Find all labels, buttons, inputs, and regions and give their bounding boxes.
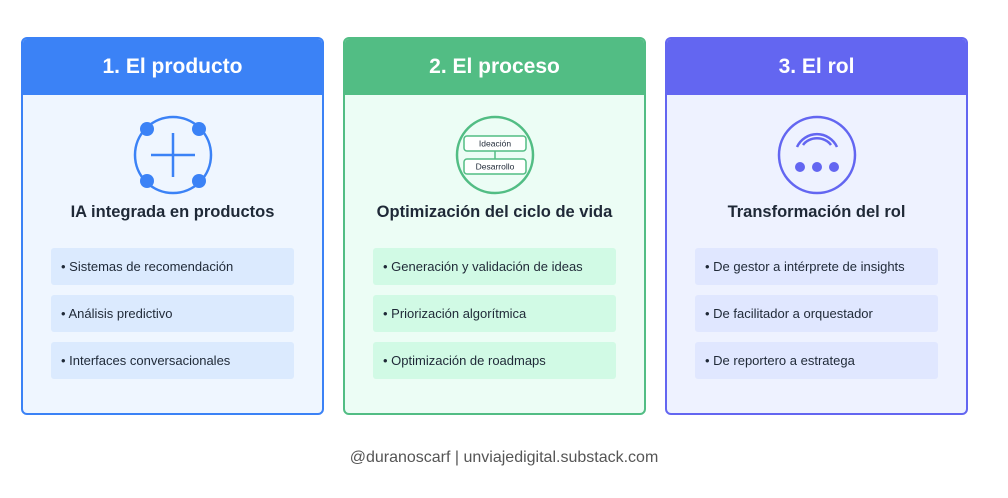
card-header: 2. El proceso — [345, 39, 644, 95]
card-product: 1. El producto IA integrada en productos… — [21, 37, 324, 415]
list-item: • Priorización algorítmica — [373, 295, 616, 332]
list-item: • Análisis predictivo — [51, 295, 294, 332]
card-role: 3. El rol Transformación del rol • De ge… — [665, 37, 968, 415]
list-item: • Interfaces conversacionales — [51, 342, 294, 379]
list-item: • Sistemas de recomendación — [51, 248, 294, 285]
item-list: • Generación y validación de ideas • Pri… — [373, 248, 616, 389]
card-title: 2. El proceso — [429, 55, 560, 78]
card-subtitle: Optimización del ciclo de vida — [376, 203, 613, 221]
item-list: • Sistemas de recomendación • Análisis p… — [51, 248, 294, 389]
item-list: • De gestor a intérprete de insights • D… — [695, 248, 938, 389]
icon-label-ideation: Ideación — [478, 139, 510, 149]
card-title: 3. El rol — [778, 55, 855, 78]
network-nodes-icon — [133, 115, 212, 195]
card-subtitle: IA integrada en productos — [70, 203, 275, 221]
card-process: 2. El proceso Ideación Desarrollo Optimi… — [343, 37, 646, 415]
process-flow-icon: Ideación Desarrollo — [455, 115, 534, 195]
card-title: 1. El producto — [102, 55, 243, 78]
list-item: • De reportero a estratega — [695, 342, 938, 379]
icon-label-development: Desarrollo — [475, 162, 514, 172]
list-item: • De gestor a intérprete de insights — [695, 248, 938, 285]
list-item: • Generación y validación de ideas — [373, 248, 616, 285]
card-header: 3. El rol — [667, 39, 966, 95]
footer-credit: @duranoscarf | unviajedigital.substack.c… — [349, 449, 659, 466]
card-header: 1. El producto — [23, 39, 322, 95]
eye-dots-icon — [777, 115, 856, 195]
card-subtitle: Transformación del rol — [727, 203, 906, 221]
list-item: • Optimización de roadmaps — [373, 342, 616, 379]
list-item: • De facilitador a orquestador — [695, 295, 938, 332]
